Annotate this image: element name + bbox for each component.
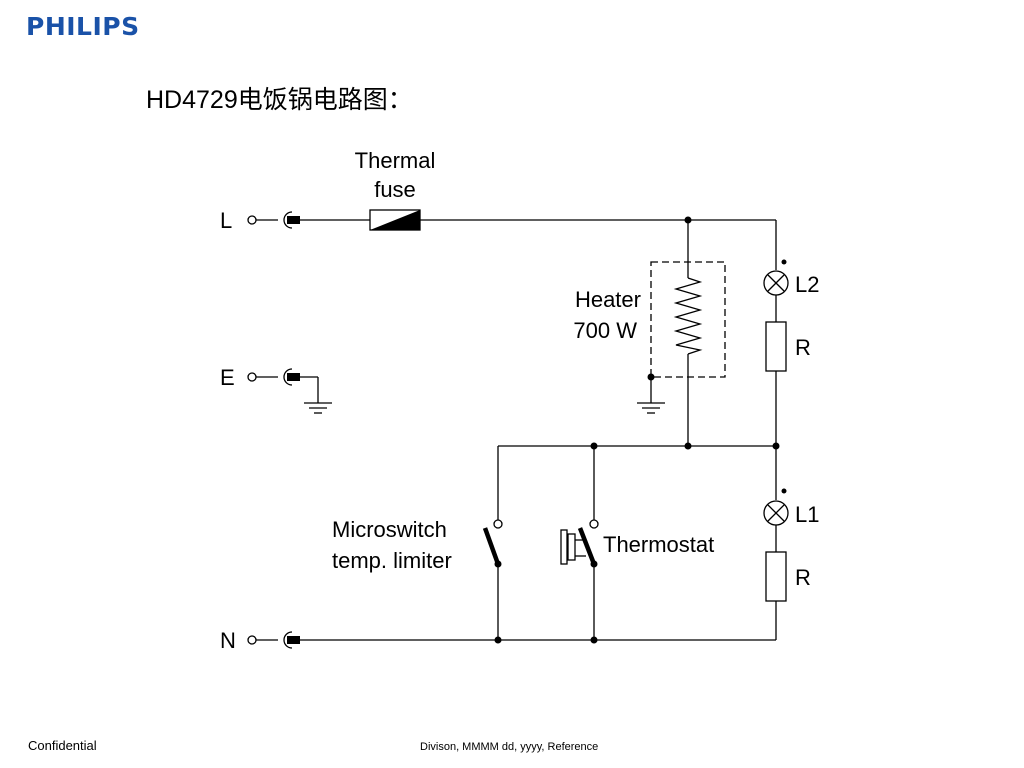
resistor-r2-label: R — [795, 335, 811, 360]
microswitch-blade-icon — [482, 527, 501, 565]
lamp-l1-label: L1 — [795, 502, 819, 527]
thermal-fuse-icon — [369, 209, 421, 231]
microswitch-label-line2: temp. limiter — [332, 548, 452, 573]
resistor-r2-icon — [765, 321, 787, 372]
thermostat-blade-icon — [577, 527, 597, 565]
plug-e-icon — [283, 368, 293, 386]
terminal-e-label: E — [220, 365, 235, 390]
microswitch-label-line1: Microswitch — [332, 517, 447, 542]
plug-l-icon — [283, 211, 293, 229]
resistor-r1-label: R — [795, 565, 811, 590]
terminal-n-label: N — [220, 628, 236, 653]
fuse-label-line2: fuse — [374, 177, 416, 202]
thermostat-contact-icon — [589, 519, 599, 529]
terminal-n-circle — [247, 635, 257, 645]
philips-logo: PHILIPS — [26, 12, 140, 41]
terminal-e-circle — [247, 372, 257, 382]
plug-n-icon — [283, 631, 293, 649]
heater-label-line1: Heater — [575, 287, 641, 312]
microswitch-contact-icon — [493, 519, 503, 529]
terminal-l-circle — [247, 215, 257, 225]
heater-label-line2: 700 W — [573, 318, 637, 343]
page-title: HD4729电饭锅电路图： — [146, 86, 413, 114]
lamp-l2-label: L2 — [795, 272, 819, 297]
terminal-l-label: L — [220, 208, 232, 233]
footer-reference: Divison, MMMM dd, yyyy, Reference — [420, 741, 599, 753]
resistor-r1-icon — [765, 551, 787, 602]
thermostat-bimetal-icon — [560, 529, 568, 565]
heater-housing-dashed — [650, 261, 726, 378]
thermostat-label: Thermostat — [603, 532, 714, 557]
heater-resistor-icon — [673, 277, 703, 355]
footer-confidential: Confidential — [28, 738, 97, 753]
fuse-label-line1: Thermal — [355, 148, 436, 173]
